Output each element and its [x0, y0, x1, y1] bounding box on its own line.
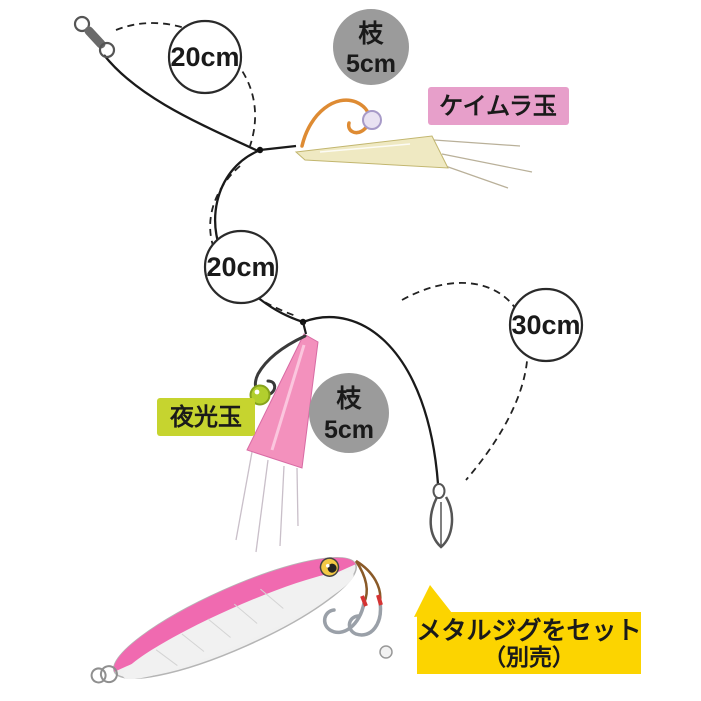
- tail-ring-2: [90, 667, 107, 684]
- luminous-bead: [249, 384, 271, 406]
- distance-badge-middle: 20cm: [203, 229, 279, 305]
- branch-label-top-2: 5cm: [346, 50, 396, 78]
- fly-strand: [433, 139, 521, 147]
- jig-belly: [122, 571, 354, 680]
- distance-label-bottom: 30cm: [511, 310, 580, 340]
- keimura-label-text: ケイムラ玉: [439, 93, 557, 120]
- distance-badge-bottom: 30cm: [508, 287, 584, 363]
- lure-strand: [255, 459, 269, 553]
- pink-lure-middle: [235, 333, 319, 553]
- swivel-icon: [73, 15, 116, 59]
- distance-arc-middle: [209, 165, 297, 317]
- distance-circle-middle: [203, 229, 279, 305]
- branch-line-middle: [301, 321, 308, 335]
- hook-thread-1: [360, 595, 368, 607]
- jig-pupil: [327, 563, 337, 573]
- jig-scale: [181, 633, 205, 652]
- lure-strand: [279, 465, 285, 547]
- yakou-label: 夜光玉: [157, 398, 255, 436]
- distance-badge-top: 20cm: [167, 19, 243, 95]
- lure-strand: [296, 467, 299, 527]
- fly-hook-icon: [300, 98, 371, 148]
- jig-scale: [260, 588, 284, 609]
- jig-scale: [233, 603, 258, 624]
- branch-knot-top: [256, 146, 264, 154]
- keimura-label-bg: [428, 87, 569, 125]
- swivel-ring-1: [73, 15, 91, 33]
- branch-label-top-1: 枝: [358, 20, 384, 48]
- tail-split-ring: [99, 665, 118, 684]
- jig-note-line2: （別売）: [483, 644, 575, 670]
- swivel-barrel: [84, 26, 106, 49]
- metal-jig: [90, 556, 393, 684]
- jig-note-bg: [417, 612, 641, 674]
- jig-eye-glint: [325, 563, 330, 568]
- yakou-label-text: 夜光玉: [169, 403, 242, 431]
- lure-strand: [235, 451, 253, 541]
- fly-sparkle: [319, 143, 411, 153]
- branch-line-top: [259, 144, 297, 152]
- distance-circle-top: [167, 19, 243, 95]
- snap-swivel-icon: [429, 483, 454, 549]
- distance-circle-bottom: [508, 287, 584, 363]
- branch-label-middle-1: 枝: [336, 385, 362, 413]
- assist-hook-1: [322, 601, 366, 634]
- branch-label-middle-2: 5cm: [324, 416, 374, 444]
- jig-bead: [379, 645, 393, 659]
- distance-arc-bottom: [401, 282, 529, 481]
- branch-badge-top: 枝 5cm: [333, 9, 409, 85]
- assist-hook-2: [347, 600, 383, 637]
- distance-label-top: 20cm: [170, 42, 239, 72]
- lure-skirt: [246, 333, 319, 469]
- jig-note-line1: メタルジグをセット: [416, 617, 641, 645]
- sabiki-fly-top: [294, 98, 533, 189]
- jig-scale: [155, 649, 178, 666]
- jig-note: メタルジグをセット （別売）: [414, 585, 642, 674]
- jig-scale: [207, 618, 231, 638]
- distance-label-middle: 20cm: [206, 252, 275, 282]
- swivel-ring-2: [98, 41, 116, 59]
- hook-thread-2: [376, 594, 383, 606]
- keimura-label: ケイムラ玉: [428, 87, 569, 125]
- fly-skirt: [294, 135, 449, 169]
- branch-circle-top: [333, 9, 409, 85]
- lure-highlight: [270, 344, 306, 451]
- jig-note-pointer: [414, 585, 452, 617]
- jig-body-group: [90, 556, 357, 684]
- bead-glint: [254, 389, 260, 395]
- branch-circle-middle: [309, 373, 389, 453]
- yakou-label-bg: [157, 398, 255, 436]
- branch-badge-middle: 枝 5cm: [309, 373, 389, 453]
- fly-strand: [441, 153, 533, 173]
- keimura-bead: [362, 110, 382, 130]
- snap-ring: [432, 483, 446, 499]
